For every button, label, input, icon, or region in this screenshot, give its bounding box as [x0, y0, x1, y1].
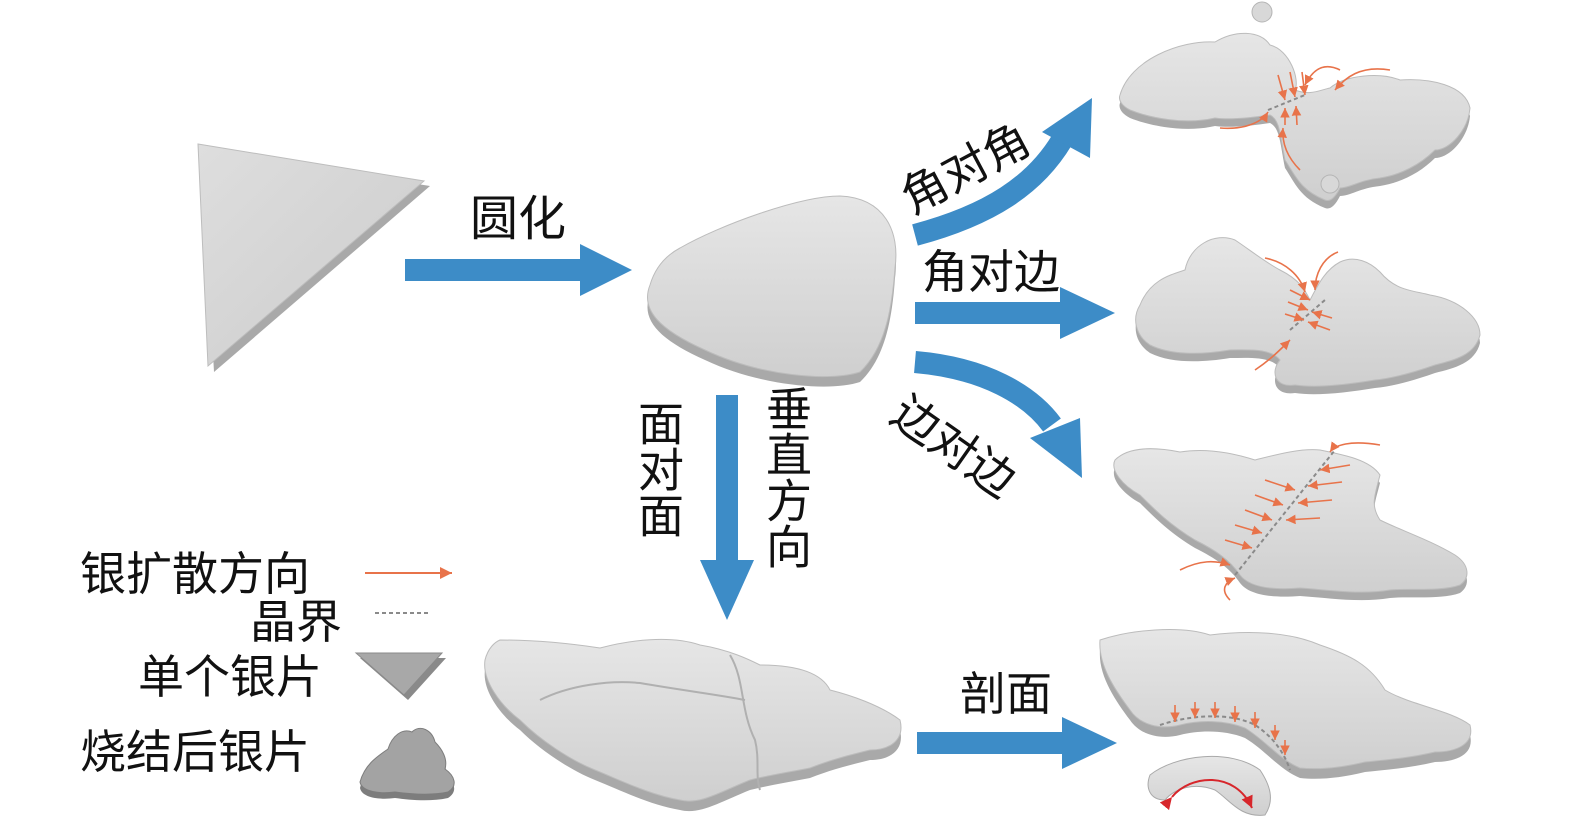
- corner-to-edge-flake: [1135, 237, 1481, 395]
- cross-section-arrow: [917, 717, 1117, 769]
- face-to-face-arrow: [700, 395, 754, 620]
- cross-section-flake: [1099, 629, 1472, 816]
- edge-to-edge-flake: [1113, 441, 1468, 601]
- rounding-label: 圆化: [470, 191, 566, 247]
- corner-to-corner-flake: [1119, 1, 1471, 209]
- legend: 银扩散方向 晶界 单个银片 烧结后银片: [80, 547, 455, 801]
- triangle-flake: [197, 143, 430, 372]
- face-to-face-text: 面对面: [631, 400, 685, 538]
- corner-to-corner-arrow: [912, 98, 1092, 246]
- vertical-direction-label: 垂直方向: [759, 385, 813, 569]
- rounding-arrow: [405, 244, 632, 296]
- legend-diffusion-label: 银扩散方向: [80, 547, 310, 601]
- face-to-face-flake: [484, 638, 902, 812]
- corner-to-edge-label: 角对边: [922, 245, 1060, 299]
- corner-to-edge-arrow: [915, 287, 1115, 339]
- legend-grain-boundary-label: 晶界: [250, 595, 342, 649]
- cross-section-label: 剖面: [960, 667, 1052, 721]
- edge-to-edge-label: 边对边: [882, 385, 1026, 508]
- rounded-triangle-flake: [646, 195, 897, 387]
- face-to-face-label: 面对面: [631, 400, 685, 538]
- vertical-direction-text: 垂直方向: [759, 385, 813, 569]
- legend-sintered-flake-label: 烧结后银片: [80, 725, 310, 779]
- legend-single-flake-swatch: [354, 652, 446, 700]
- edge-to-edge-arrow: [913, 351, 1082, 478]
- legend-sintered-flake-swatch: [359, 727, 455, 801]
- legend-single-flake-label: 单个银片: [138, 650, 322, 704]
